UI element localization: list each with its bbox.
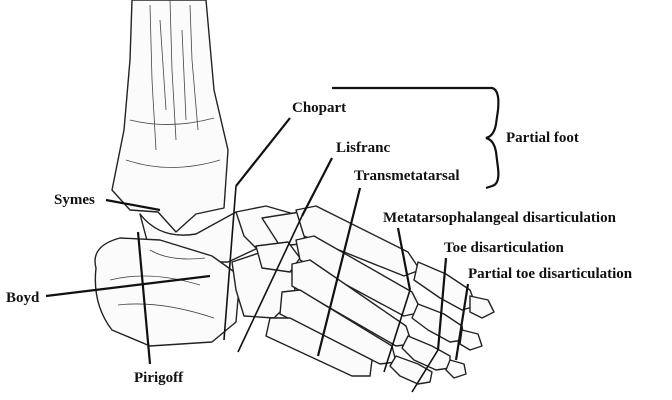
label-lisfranc: Lisfranc [336,140,391,156]
label-chopart: Chopart [292,100,346,116]
label-partial-toe-disarticulation: Partial toe disarticulation [468,266,633,282]
label-toe-disarticulation: Toe disarticulation [444,240,565,256]
label-mtp-disarticulation: Metatarsophalangeal disarticulation [383,210,617,226]
tibia-fibula [112,0,228,232]
label-partial-foot: Partial foot [506,130,579,146]
label-boyd: Boyd [6,290,40,306]
label-pirigoff: Pirigoff [134,370,184,386]
label-transmetatarsal: Transmetatarsal [354,168,460,184]
chopart-leader [236,118,290,186]
label-symes: Symes [54,192,95,208]
